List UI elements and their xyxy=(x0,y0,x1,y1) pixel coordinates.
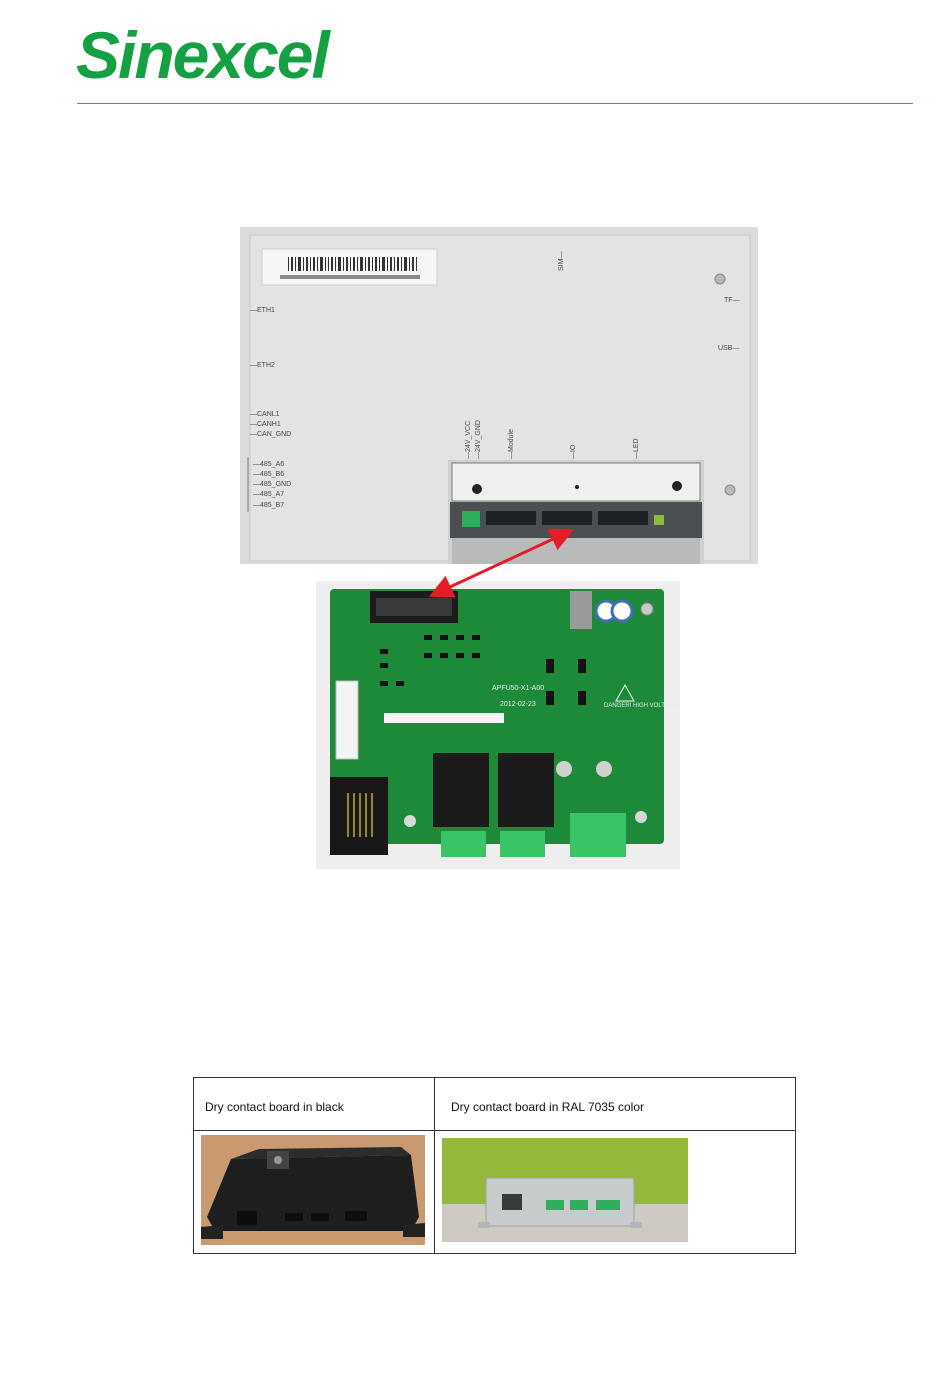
black-board-photo-cell xyxy=(194,1131,435,1254)
comparison-table: Dry contact board in black Dry contact b… xyxy=(193,1077,796,1254)
port-label-tf: TF— xyxy=(724,297,740,304)
port-label-485-a7: —485_A7 xyxy=(253,491,284,498)
pcb-drawing xyxy=(316,581,680,869)
port-label-led: —LED xyxy=(633,438,640,459)
port-label-usb: USB— xyxy=(718,345,739,352)
pcb-warning: DANGER! HIGH VOLTAGE xyxy=(604,703,677,709)
enclosure-drawing xyxy=(240,227,758,564)
table-header-ral: Dry contact board in RAL 7035 color xyxy=(435,1078,796,1131)
black-board-photo xyxy=(201,1135,441,1255)
port-label-24v-gnd: —24V_GND xyxy=(475,420,482,459)
port-label-eth2: —ETH2 xyxy=(250,362,275,369)
port-label-io: —IO xyxy=(570,445,577,459)
port-label-module: —Module xyxy=(508,429,515,459)
port-label-485-b7: —485_B7 xyxy=(253,502,284,509)
sinexcel-logo: Sinexcel xyxy=(76,22,328,88)
header-divider xyxy=(77,103,913,104)
controller-enclosure-photo: —ETH1 —ETH2 —CANL1 —CANH1 —CAN_GND —485_… xyxy=(240,227,758,564)
port-label-canh1: —CANH1 xyxy=(250,421,281,428)
port-label-485-gnd: —485_GND xyxy=(253,481,291,488)
port-label-24v-vcc: —24V_VCC xyxy=(465,421,472,459)
dry-contact-pcb-photo: APFU50-X1-A00 2012-02-23 DANGER! HIGH VO… xyxy=(316,581,680,869)
pcb-date: 2012-02-23 xyxy=(500,701,536,708)
port-label-485-a6: —485_A6 xyxy=(253,461,284,468)
port-label-485-b6: —485_B6 xyxy=(253,471,284,478)
port-label-canl1: —CANL1 xyxy=(250,411,280,418)
port-label-can-gnd: —CAN_GND xyxy=(250,431,291,438)
ral-board-photo-cell xyxy=(435,1131,796,1254)
pcb-marking: APFU50-X1-A00 xyxy=(492,685,544,692)
table-header-black: Dry contact board in black xyxy=(194,1078,435,1131)
port-label-sim: SIM— xyxy=(558,252,565,271)
port-label-eth1: —ETH1 xyxy=(250,307,275,314)
ral-board-photo xyxy=(442,1138,692,1248)
